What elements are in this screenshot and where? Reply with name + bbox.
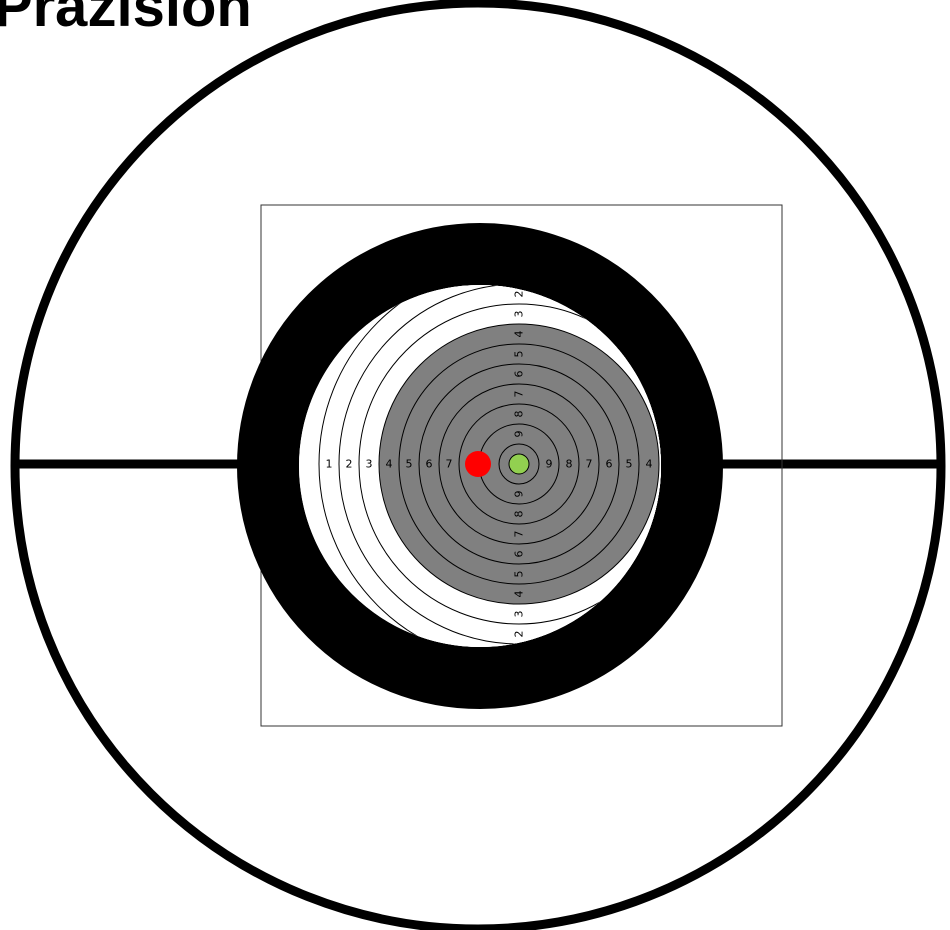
ring-label: 8 xyxy=(513,411,526,418)
ring-label: 7 xyxy=(586,458,593,471)
ring-label: 5 xyxy=(406,458,413,471)
ring-label: 7 xyxy=(513,531,526,538)
ring-label: 3 xyxy=(366,458,373,471)
ring-label: 9 xyxy=(513,491,526,498)
ring-label: 9 xyxy=(546,458,553,471)
ring-label: 9 xyxy=(513,431,526,438)
ring-label: 3 xyxy=(513,611,526,618)
ring-label: 8 xyxy=(566,458,573,471)
ring-label: 5 xyxy=(513,351,526,358)
center-marker xyxy=(509,454,529,474)
ring-label: 6 xyxy=(426,458,433,471)
ring-label: 3 xyxy=(513,311,526,318)
ring-label: 2 xyxy=(513,631,526,638)
ring-label: 7 xyxy=(446,458,453,471)
ring-label: 2 xyxy=(346,458,353,471)
page-title: Präzision xyxy=(0,0,252,36)
ring-label: 6 xyxy=(606,458,613,471)
ring-label: 6 xyxy=(513,371,526,378)
ring-label: 5 xyxy=(626,458,633,471)
ring-label: 2 xyxy=(513,291,526,298)
ring-label: 4 xyxy=(513,331,526,338)
ring-label: 7 xyxy=(513,391,526,398)
ring-label: 4 xyxy=(646,458,653,471)
ring-label: 4 xyxy=(386,458,393,471)
ring-label: 6 xyxy=(513,551,526,558)
ring-label: 1 xyxy=(326,458,333,471)
ring-label: 8 xyxy=(513,511,526,518)
ring-label: 4 xyxy=(513,591,526,598)
ring-label: 5 xyxy=(513,571,526,578)
shot-marker xyxy=(465,451,491,477)
